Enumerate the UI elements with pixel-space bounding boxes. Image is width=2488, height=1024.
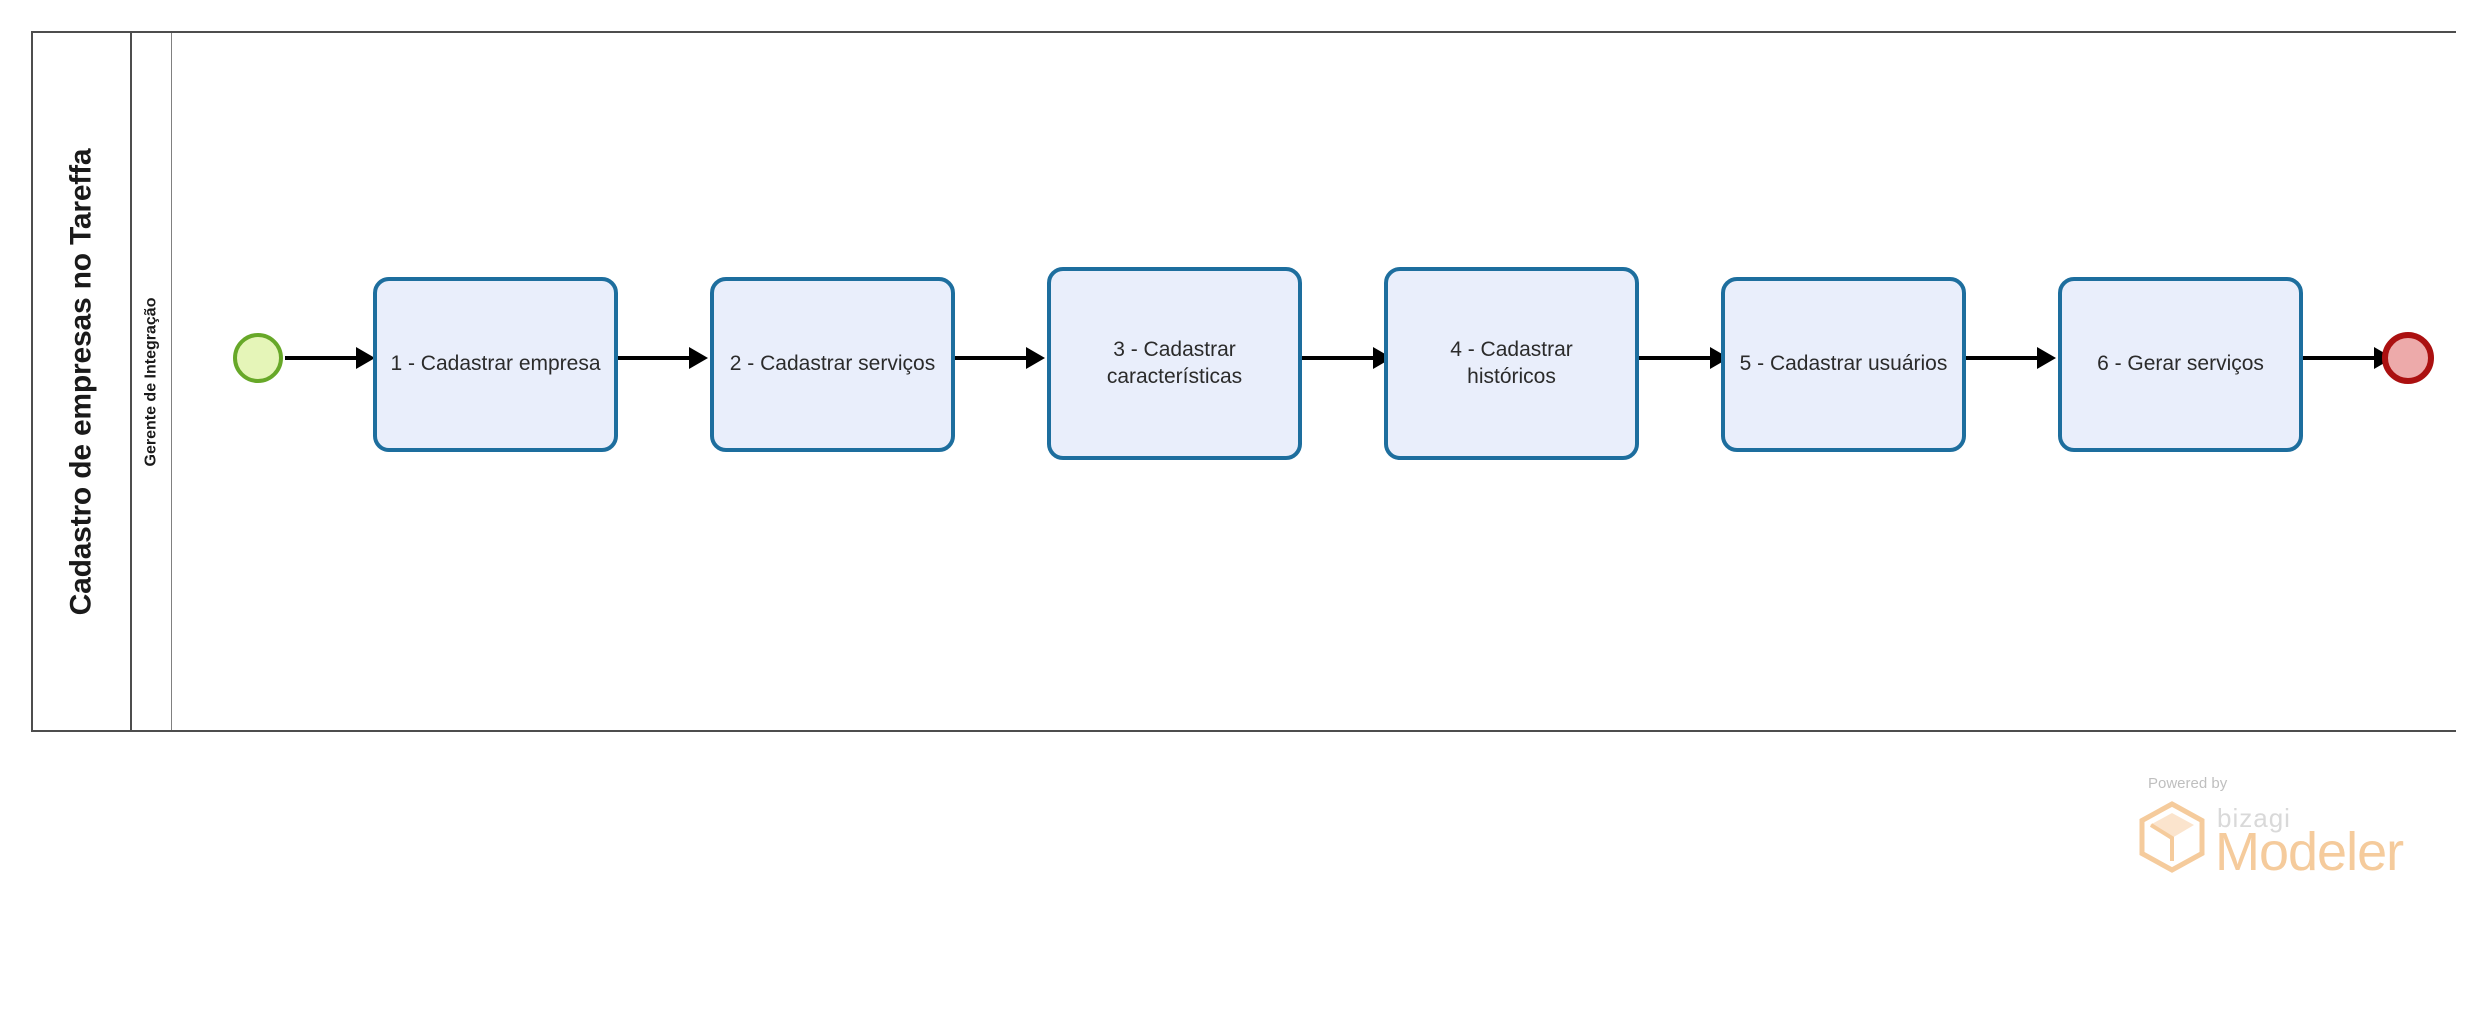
task-5-cadastrar-usuarios[interactable]: 5 - Cadastrar usuários <box>1721 277 1966 452</box>
sequence-flow-task-6-to-end <box>2303 356 2376 360</box>
sequence-flow-arrowhead <box>689 347 708 369</box>
lane-header[interactable]: Gerente de Integração <box>132 33 172 730</box>
sequence-flow-task-2-to-task-3 <box>955 356 1028 360</box>
sequence-flow-start-to-task-1 <box>285 356 358 360</box>
task-label: 2 - Cadastrar serviços <box>729 352 936 376</box>
sequence-flow-task-3-to-task-4 <box>1302 356 1375 360</box>
pool[interactable]: Cadastro de empresas no Tareffa Gerente … <box>31 31 2456 732</box>
sequence-flow-arrowhead <box>2037 347 2056 369</box>
start-event[interactable] <box>233 333 283 383</box>
sequence-flow-arrowhead <box>1026 347 1045 369</box>
task-2-cadastrar-servicos[interactable]: 2 - Cadastrar serviços <box>710 277 955 452</box>
task-label: 5 - Cadastrar usuários <box>1739 352 1948 376</box>
task-label: 6 - Gerar serviços <box>2097 352 2264 376</box>
task-label: 3 - Cadastrar características <box>1106 337 1243 388</box>
watermark-powered-by-text: Powered by <box>2148 775 2228 792</box>
pool-title: Cadastro de empresas no Tareffa <box>64 148 98 615</box>
sequence-flow-arrowhead <box>356 347 375 369</box>
task-3-cadastrar-caracteristicas[interactable]: 3 - Cadastrar características <box>1047 267 1302 460</box>
sequence-flow-task-1-to-task-2 <box>618 356 691 360</box>
bizagi-watermark: Powered by bizagi Modeler <box>2137 775 2457 895</box>
task-6-gerar-servicos[interactable]: 6 - Gerar serviços <box>2058 277 2303 452</box>
lane-gerente-de-integracao[interactable]: Gerente de Integração 1 - Cadastrar empr… <box>132 33 2456 730</box>
task-1-cadastrar-empresa[interactable]: 1 - Cadastrar empresa <box>373 277 618 452</box>
sequence-flow-task-5-to-task-6 <box>1966 356 2039 360</box>
task-label: 4 - Cadastrar históricos <box>1450 337 1573 388</box>
bizagi-hexagon-logo-icon <box>2139 801 2205 873</box>
sequence-flow-task-4-to-task-5 <box>1639 356 1712 360</box>
watermark-brand-text: bizagi <box>2217 803 2291 833</box>
end-event[interactable] <box>2382 332 2434 384</box>
watermark-product-text: Modeler <box>2215 822 2404 882</box>
pool-header[interactable]: Cadastro de empresas no Tareffa <box>33 33 132 730</box>
lane-body: 1 - Cadastrar empresa 2 - Cadastrar serv… <box>172 33 2456 730</box>
task-label: 1 - Cadastrar empresa <box>390 352 601 376</box>
lane-title: Gerente de Integração <box>142 297 160 466</box>
task-4-cadastrar-historicos[interactable]: 4 - Cadastrar históricos <box>1384 267 1639 460</box>
